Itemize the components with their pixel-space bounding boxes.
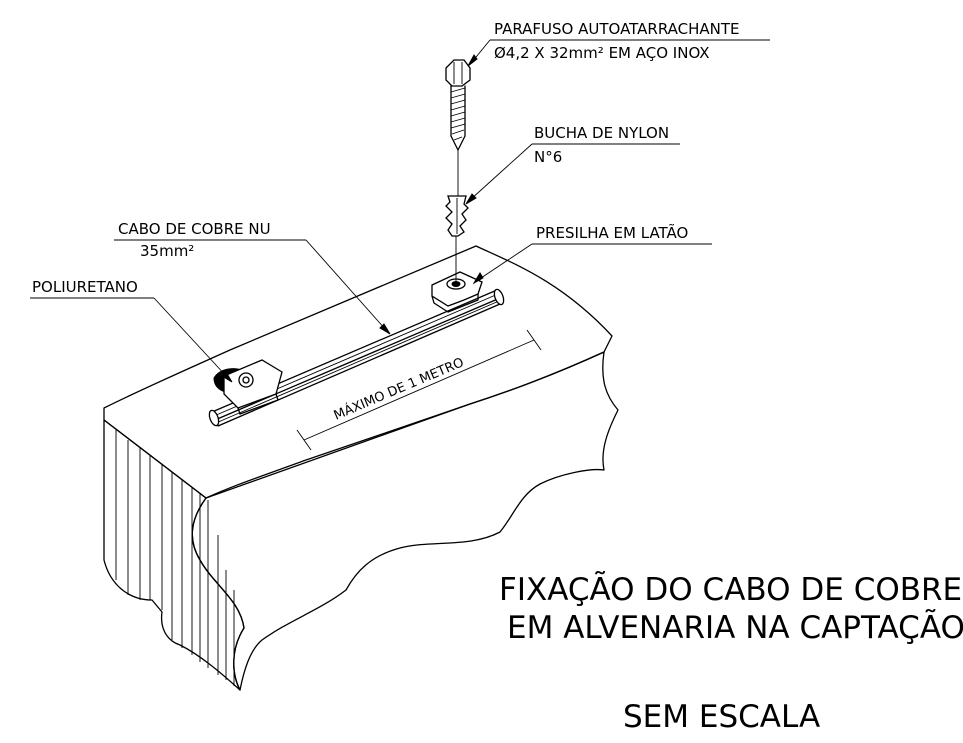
screw-threads — [450, 87, 466, 141]
screw — [445, 59, 471, 282]
cable-label-line1: CABO DE COBRE NU — [118, 220, 271, 238]
polyurethane-label: POLIURETANO — [32, 278, 138, 296]
left-clip — [213, 359, 283, 415]
scale-note: SEM ESCALA — [623, 699, 820, 735]
dimension-line — [296, 329, 542, 451]
right-clip — [431, 271, 483, 313]
title-line2: EM ALVENARIA NA CAPTAÇÃO — [507, 610, 963, 646]
anchor-label-line1: BUCHA DE NYLON — [534, 124, 669, 142]
screw-label-line1: PARAFUSO AUTOATARRACHANTE — [494, 20, 740, 38]
leader-lines — [30, 39, 770, 383]
nylon-anchor — [445, 195, 469, 237]
title-line1: FIXAÇÃO DO CABO DE COBRE — [499, 572, 962, 608]
screw-label-line2: Ø4,2 X 32mm² EM AÇO INOX — [494, 44, 710, 62]
block-top-face — [103, 245, 613, 499]
masonry-block — [103, 245, 619, 691]
cable-label-line2: 35mm² — [140, 242, 194, 260]
clip-label: PRESILHA EM LATÃO — [536, 223, 688, 242]
block-front-face — [103, 419, 245, 691]
block-front-hatch — [115, 430, 235, 686]
block-side-face — [191, 351, 619, 691]
anchor-label-line2: N°6 — [534, 148, 562, 166]
